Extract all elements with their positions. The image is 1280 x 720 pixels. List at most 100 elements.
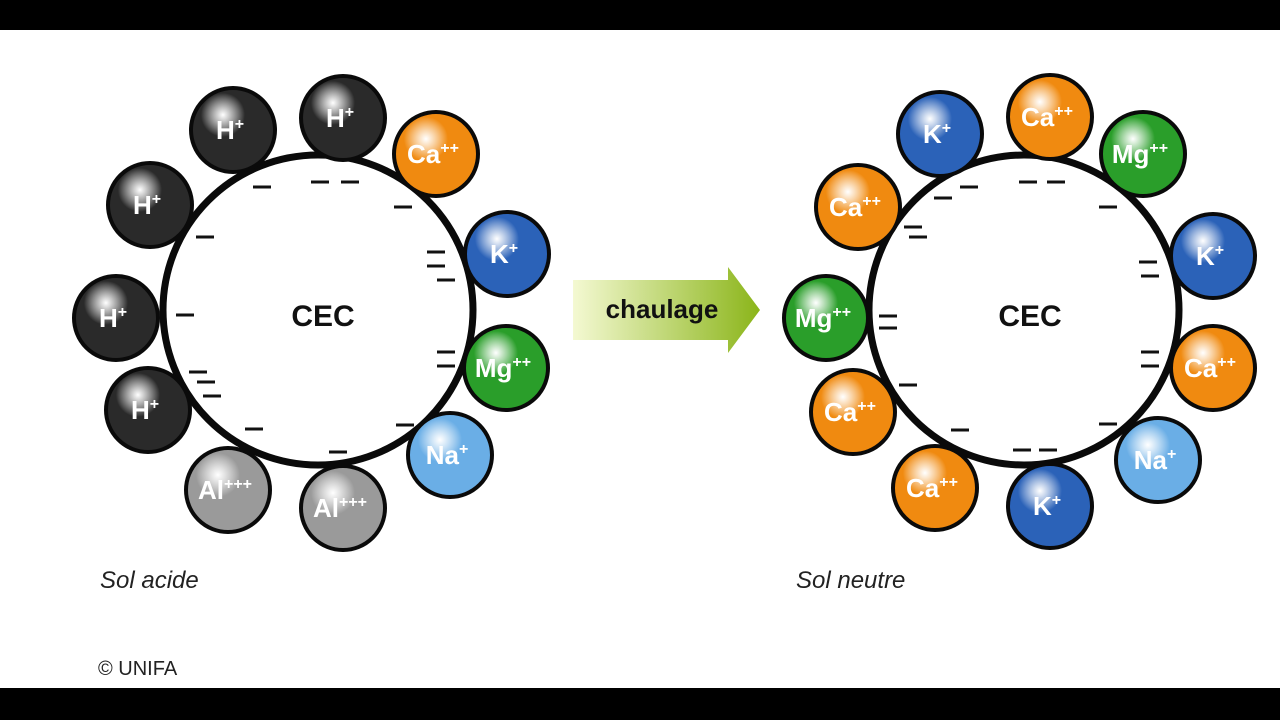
diagram-canvas: CEC H+H+H+H+H+Al+++Al+++Na+Mg++K+Ca++ So… [0,30,1280,688]
ion-k: K+ [1169,212,1257,300]
ion-na: Na+ [1114,416,1202,504]
ion-sphere [299,464,387,552]
ion-symbol: Ca [829,192,863,222]
ion-symbol: Ca [906,473,940,503]
ion-ca: Ca++ [809,368,897,456]
ion-charge: + [459,441,468,458]
ion-charge: ++ [1149,140,1168,157]
neutral-negative-charges [879,180,1159,452]
ion-label: H+ [99,303,127,333]
ion-label: H+ [131,395,159,425]
ion-symbol: Mg [475,353,513,383]
ion-label: H+ [326,103,354,133]
ion-charge: + [150,396,159,413]
neutral-ions: Ca++K+Ca++Mg++K+Ca++Na+K+Ca++Ca++Mg++ [782,73,1257,550]
ion-sphere [72,274,160,362]
ion-label: K+ [1196,241,1224,271]
ion-charge: +++ [224,476,252,493]
acid-negative-charges [176,180,455,454]
ion-symbol: Ca [824,397,858,427]
ion-label: H+ [216,115,244,145]
ion-charge: + [509,240,518,257]
ion-mg: Mg++ [1099,110,1187,198]
ion-h: H+ [106,161,194,249]
ion-ca: Ca++ [814,163,902,251]
ion-label: Mg++ [1112,139,1168,169]
ion-symbol: Mg [795,303,833,333]
ion-sphere [814,163,902,251]
acid-cec-circle [159,151,477,469]
ion-sphere [1006,462,1094,550]
ion-label: Na+ [1134,445,1177,475]
ion-label: Al+++ [198,475,252,505]
ion-symbol: H [99,303,118,333]
ion-symbol: Ca [407,139,441,169]
ion-symbol: Al [313,493,339,523]
ion-sphere [189,86,277,174]
ion-symbol: Al [198,475,224,505]
ion-charge: ++ [862,193,881,210]
ion-symbol: Mg [1112,139,1150,169]
ion-sphere [1006,73,1094,161]
ion-ca: Ca++ [1169,324,1257,412]
ion-charge: + [1167,446,1176,463]
ion-h: H+ [104,366,192,454]
ion-sphere [1169,324,1257,412]
ion-label: Ca++ [407,139,459,169]
ion-sphere [106,161,194,249]
neutral-caption: Sol neutre [796,567,905,594]
arrow-label: chaulage [606,294,719,324]
acid-cec-label: CEC [291,300,354,333]
ion-charge: ++ [440,140,459,157]
ion-charge: + [1052,492,1061,509]
ion-k: K+ [463,210,551,298]
credit-text: © UNIFA [98,658,178,680]
neutral-soil-group: CEC Ca++K+Ca++Mg++K+Ca++Na+K+Ca++Ca++Mg+… [782,73,1257,594]
ion-al: Al+++ [184,446,272,534]
ion-charge: ++ [1054,103,1073,120]
ion-label: Mg++ [475,353,531,383]
ion-ca: Ca++ [1006,73,1094,161]
ion-al: Al+++ [299,464,387,552]
ion-label: Ca++ [824,397,876,427]
ion-sphere [406,411,494,499]
ion-charge: ++ [512,354,531,371]
acid-soil-group: CEC H+H+H+H+H+Al+++Al+++Na+Mg++K+Ca++ So… [72,74,551,594]
acid-ions: H+H+H+H+H+Al+++Al+++Na+Mg++K+Ca++ [72,74,551,552]
ion-sphere [1169,212,1257,300]
ion-ca: Ca++ [392,110,480,198]
ion-label: Ca++ [1021,102,1073,132]
ion-ca: Ca++ [891,444,979,532]
ion-mg: Mg++ [782,274,870,362]
ion-label: Ca++ [1184,353,1236,383]
ion-sphere [782,274,870,362]
ion-charge: +++ [339,494,367,511]
ion-na: Na+ [406,411,494,499]
ion-h: H+ [189,86,277,174]
ion-label: Mg++ [795,303,851,333]
ion-h: H+ [299,74,387,162]
ion-charge: + [942,120,951,137]
ion-k: K+ [896,90,984,178]
ion-charge: + [1215,242,1224,259]
ion-charge: + [152,191,161,208]
ion-symbol: H [216,115,235,145]
ion-mg: Mg++ [462,324,550,412]
ion-charge: ++ [857,398,876,415]
ion-symbol: Na [426,440,460,470]
ion-charge: ++ [1217,354,1236,371]
ion-symbol: H [131,395,150,425]
ion-charge: ++ [939,474,958,491]
ion-charge: + [118,304,127,321]
ion-symbol: H [326,103,345,133]
ion-label: K+ [490,239,518,269]
ion-sphere [1114,416,1202,504]
ion-sphere [392,110,480,198]
ion-label: K+ [923,119,951,149]
ion-sphere [463,210,551,298]
ion-sphere [462,324,550,412]
ion-sphere [299,74,387,162]
liming-arrow: chaulage [573,267,760,353]
ion-label: Ca++ [829,192,881,222]
ion-symbol: Na [1134,445,1168,475]
